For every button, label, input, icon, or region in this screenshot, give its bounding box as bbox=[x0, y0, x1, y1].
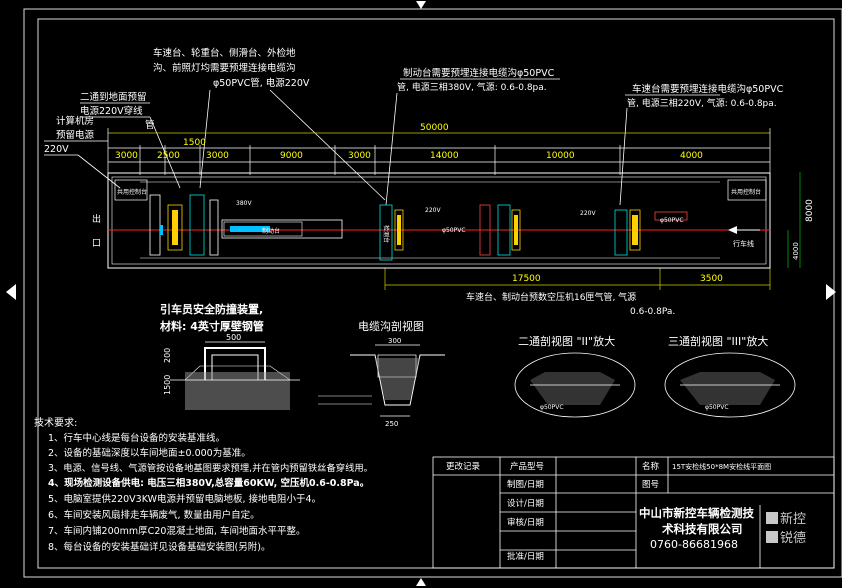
trench-dim-top: 300 bbox=[388, 337, 401, 345]
pipe-label: φ50PVC bbox=[442, 227, 466, 234]
dim-seg-5: 3000 bbox=[348, 151, 371, 161]
dim-right-outer: 8000 bbox=[805, 199, 815, 222]
guard-dim-side2: 200 bbox=[163, 348, 172, 363]
tb-phone: 0760-86681968 bbox=[650, 538, 738, 551]
tb-company-2: 术科技有限公司 bbox=[661, 522, 743, 536]
trench-dim-bottom: 250 bbox=[385, 420, 398, 428]
exit-label-1: 出 bbox=[92, 213, 101, 225]
tb-approve-date: 批准/日期 bbox=[507, 551, 544, 562]
tb-name-label: 名称 bbox=[642, 461, 660, 472]
right-arrow-icon[interactable] bbox=[824, 282, 840, 302]
top-mark-icon bbox=[416, 1, 426, 9]
leader-lines bbox=[44, 78, 720, 206]
control-box-left-label: 共用控制台 bbox=[117, 188, 147, 196]
annotation-ground-2: 电源220V穿线 bbox=[80, 105, 143, 117]
dim-seg-6: 14000 bbox=[430, 151, 459, 161]
annotation-computer-2: 预留电源 bbox=[56, 129, 95, 141]
tech-requirements: 技术要求: 1、行车中心线是每台设备的安装基准线。 2、设备的基础深度以车间地面… bbox=[34, 416, 373, 553]
control-box-left bbox=[114, 179, 148, 201]
annotation-top-mid-1: 制动台需要预埋连接电缆沟φ50PVC bbox=[403, 67, 555, 79]
tech-item-7: 7、车间内铺200mm厚C20混凝土地面, 车间地面水平平整。 bbox=[48, 525, 305, 537]
tech-item-5: 5、电脑室提供220V3KW电源并预留电脑地板, 接地电阻小于4。 bbox=[48, 493, 321, 505]
trench-title: 电缆沟剖视图 bbox=[358, 319, 424, 333]
dimension-lines bbox=[107, 128, 801, 290]
dim-seg-4: 9000 bbox=[280, 151, 303, 161]
company-logo: 新控 锐德 bbox=[766, 511, 806, 546]
annotation-top-left-2: 沟、前照灯均需要预埋连接电缆沟 bbox=[153, 62, 296, 74]
exit-label-2: 口 bbox=[92, 239, 101, 249]
title-block-text: 更改记录 产品型号 名称 15T安检线50*8M安检线平面图 制图/日期 图号 … bbox=[446, 461, 771, 562]
tb-product-no: 产品型号 bbox=[510, 461, 544, 472]
sec-label: φ50PVC bbox=[540, 404, 564, 411]
annotation-top-right-2: 管, 电源三相220V, 气源: 0.6-0.8pa. bbox=[627, 97, 777, 109]
annotation-ground-3: 管 bbox=[145, 119, 155, 131]
svg-text:检测台: 检测台 bbox=[382, 225, 390, 243]
tb-drawing-date: 制图/日期 bbox=[507, 479, 544, 490]
dim-bottom-right: 3500 bbox=[700, 274, 723, 284]
tb-design-date: 设计/日期 bbox=[507, 498, 544, 509]
trench-detail: 电缆沟剖视图 300 250 bbox=[318, 319, 445, 428]
dim-seg-7: 10000 bbox=[546, 151, 575, 161]
tb-drawing-no: 图号 bbox=[642, 480, 659, 490]
mid-label-2: 220V bbox=[425, 207, 441, 214]
tech-item-4: 4、现场检测设备供电: 电压三相380V,总容量60KW, 空压机0.6-0.8… bbox=[48, 477, 369, 489]
annotation-top-mid-2: 管, 电源三相380V, 气源: 0.6-0.8pa. bbox=[397, 81, 547, 93]
dim-seg-2: 2500 bbox=[157, 151, 180, 161]
bottom-note-2: 0.6-0.8Pa. bbox=[630, 307, 675, 317]
brake-label: 制动台 bbox=[262, 227, 280, 235]
annotation-top-left-1: 车速台、轮重台、侧滑台、外检地 bbox=[153, 47, 296, 59]
guard-title-2: 材料: 4英寸厚壁钢管 bbox=[160, 319, 264, 333]
outer-frame bbox=[23, 8, 842, 578]
logo-text-2: 锐德 bbox=[780, 531, 806, 546]
dim-right-inner: 4000 bbox=[792, 242, 800, 260]
tb-change-record: 更改记录 bbox=[446, 461, 481, 472]
guard-title-1: 引车员安全防撞装置, bbox=[160, 302, 263, 316]
tech-item-8: 8、每台设备的安装基础详见设备基础安装图(另附)。 bbox=[48, 541, 270, 553]
guard-dim-side: 1500 bbox=[163, 375, 172, 395]
tech-item-3: 3、电源、信号线、气源管按设备地基图要求预埋,并在管内预留铁丝备穿线用。 bbox=[48, 462, 373, 474]
dim-seg-3: 3000 bbox=[206, 151, 229, 161]
tech-item-6: 6、车间安装风扇排走车辆废气, 数量由用户自定。 bbox=[48, 509, 260, 521]
tb-review-date: 审核/日期 bbox=[507, 517, 544, 528]
annotation-ground-1: 二通到地面预留 bbox=[80, 91, 147, 103]
guard-detail: 引车员安全防撞装置, 材料: 4英寸厚壁钢管 500 1500 200 bbox=[160, 302, 300, 410]
dim-seg-1: 3000 bbox=[115, 151, 138, 161]
guard-dim-top: 500 bbox=[226, 333, 241, 342]
annotation-top-left-3: φ50PVC管, 电源220V bbox=[213, 77, 310, 89]
tech-item-1: 1、行车中心线是每台设备的安装基准线。 bbox=[48, 432, 225, 444]
control-box-right-label: 共用控制台 bbox=[731, 188, 761, 196]
tb-name-value: 15T安检线50*8M安检线平面图 bbox=[672, 462, 771, 471]
dim-upper: 1500 bbox=[183, 138, 206, 148]
logo-text-1: 新控 bbox=[780, 511, 806, 527]
sec-label-2: φ50PVC bbox=[705, 404, 729, 411]
tb-company-1: 中山市新控车辆检测技 bbox=[639, 506, 754, 520]
annotation-top-right-1: 车速台需要预埋连接电缆沟φ50PVC bbox=[632, 83, 784, 95]
building-outline bbox=[107, 172, 771, 269]
lane-label: 行车线 bbox=[733, 239, 754, 248]
mid-label-1: 380V bbox=[236, 200, 252, 207]
section-views: 二通剖视图 "II"放大 三通剖视图 "III"放大 φ50PVC φ50PVC bbox=[514, 334, 796, 418]
plan-view: 共用控制台 共用控制台 bbox=[92, 172, 771, 269]
sec3-title: 三通剖视图 "III"放大 bbox=[668, 334, 768, 348]
bottom-note-1: 车速台、制动台预数空压机16匣气管, 气源 bbox=[466, 291, 636, 303]
dimension-labels: 50000 1500 3000 2500 3000 9000 3000 1400… bbox=[115, 123, 723, 284]
control-box-right bbox=[727, 179, 767, 201]
tech-title: 技术要求: bbox=[34, 416, 77, 429]
title-block bbox=[432, 456, 835, 569]
left-arrow-icon[interactable] bbox=[2, 282, 18, 302]
tech-item-2: 2、设备的基础深度以车间地面±0.000为基准。 bbox=[48, 447, 251, 459]
dim-seg-8: 4000 bbox=[680, 151, 703, 161]
lane-arrow-icon bbox=[728, 226, 737, 234]
bottom-mark-icon bbox=[416, 578, 426, 586]
small-pipe-label: φ50PVC bbox=[660, 217, 684, 224]
dim-bottom-left: 17500 bbox=[512, 274, 541, 284]
sec2-title: 二通剖视图 "II"放大 bbox=[518, 334, 615, 348]
dim-total: 50000 bbox=[420, 123, 449, 133]
annotation-computer-3: 220V bbox=[44, 144, 69, 155]
top-annotations: 车速台、轮重台、侧滑台、外检地 沟、前照灯均需要预埋连接电缆沟 φ50PVC管,… bbox=[44, 47, 784, 155]
mid-label-3: 220V bbox=[580, 210, 596, 217]
annotation-computer-1: 计算机房 bbox=[56, 115, 94, 127]
